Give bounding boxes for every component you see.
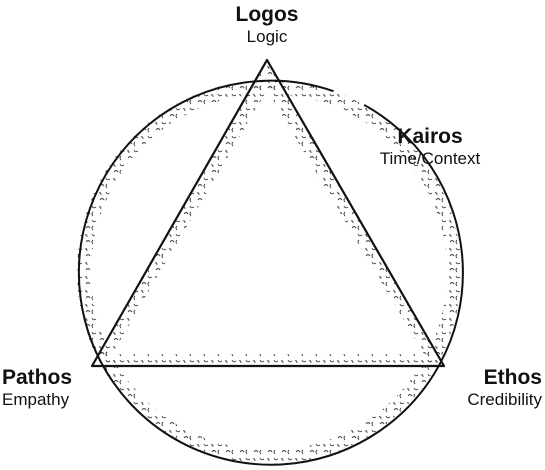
kairos-title: Kairos (397, 125, 463, 148)
pathos-subtitle: Empathy (2, 390, 70, 410)
kairos-label: Kairos Time/Context (360, 125, 500, 169)
pathos-label: Pathos Empathy (2, 366, 72, 410)
ethos-title: Ethos (483, 366, 542, 389)
logos-title: Logos (235, 3, 299, 26)
kairos-subtitle: Time/Context (379, 149, 481, 169)
outer-circle (77, 79, 464, 466)
ethos-subtitle: Credibility (467, 390, 542, 410)
inner-triangle (90, 58, 446, 368)
logos-subtitle: Logic (246, 27, 288, 47)
logos-label: Logos Logic (222, 3, 312, 47)
pathos-title: Pathos (2, 366, 73, 389)
ethos-label: Ethos Credibility (467, 366, 542, 410)
